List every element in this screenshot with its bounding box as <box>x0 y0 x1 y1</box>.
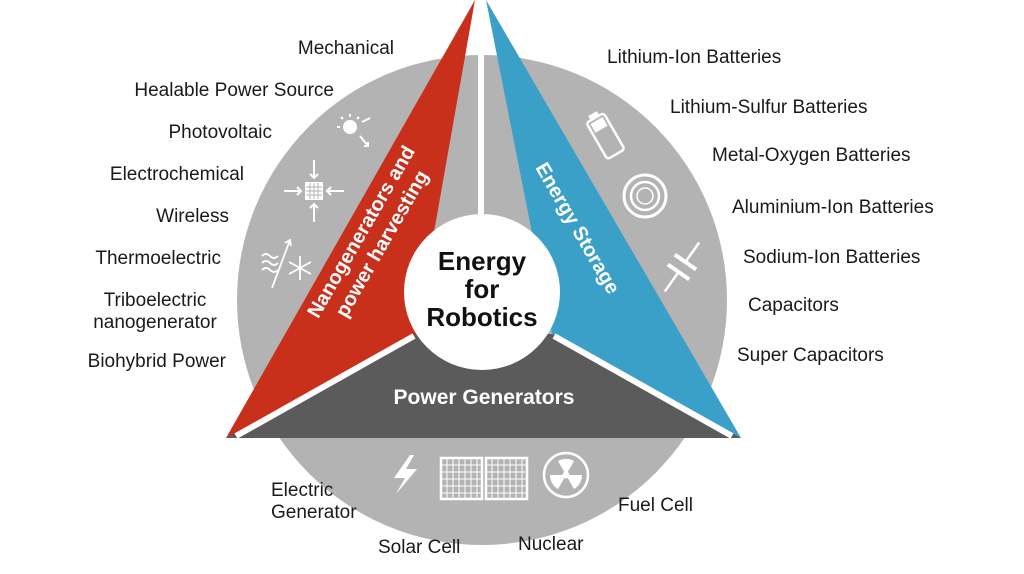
harvesting-item-mechanical: Mechanical <box>297 38 394 59</box>
storage-item-metal-oxygen: Metal-Oxygen Batteries <box>712 145 911 166</box>
center-title-line2: for <box>465 274 500 304</box>
storage-item-sodium-ion: Sodium-Ion Batteries <box>743 247 921 268</box>
storage-item-super-capacitors: Super Capacitors <box>737 345 884 366</box>
battery-icon <box>586 111 625 160</box>
separator-left <box>234 333 416 439</box>
harvesting-item-biohybrid: Biohybrid Power <box>87 351 226 372</box>
harvesting-segment <box>226 0 475 438</box>
lightning-bolt-icon <box>394 455 417 494</box>
coin-cell-icon <box>622 173 668 219</box>
generator-item-electric: Electric Generator <box>271 480 357 523</box>
mechanical-compression-icon <box>284 160 344 222</box>
center-title-line3: Robotics <box>426 302 537 332</box>
heat-cold-icon <box>261 238 312 289</box>
generators-title: Power Generators <box>394 386 575 409</box>
center-title-line1: Energy <box>438 246 527 276</box>
generators-segment <box>226 334 741 438</box>
harvesting-item-electrochemical: Electrochemical <box>109 164 244 185</box>
solar-panel-icon <box>439 456 529 501</box>
generator-item-fuel: Fuel Cell <box>618 495 693 516</box>
storage-segment <box>486 0 741 438</box>
harvesting-item-thermoelectric: Thermoelectric <box>95 248 221 269</box>
storage-item-aluminium-ion: Aluminium-Ion Batteries <box>732 197 934 218</box>
generator-item-solar: Solar Cell <box>378 537 461 558</box>
sun-light-icon <box>337 114 371 147</box>
center-circle <box>404 214 560 370</box>
separator-right <box>552 333 734 439</box>
storage-item-lithium-ion: Lithium-Ion Batteries <box>607 47 782 68</box>
harvesting-item-wireless: Wireless <box>156 206 229 227</box>
harvesting-item-triboelectric: Triboelectric nanogenerator <box>93 290 217 333</box>
harvesting-item-photovoltaic: Photovoltaic <box>168 122 272 143</box>
storage-item-lithium-sulfur: Lithium-Sulfur Batteries <box>670 97 868 118</box>
radiation-icon <box>542 451 590 499</box>
capacitor-icon <box>663 241 701 293</box>
storage-item-capacitors: Capacitors <box>748 295 839 316</box>
generator-item-nuclear: Nuclear <box>518 534 584 555</box>
harvesting-item-healable: Healable Power Source <box>134 80 334 101</box>
